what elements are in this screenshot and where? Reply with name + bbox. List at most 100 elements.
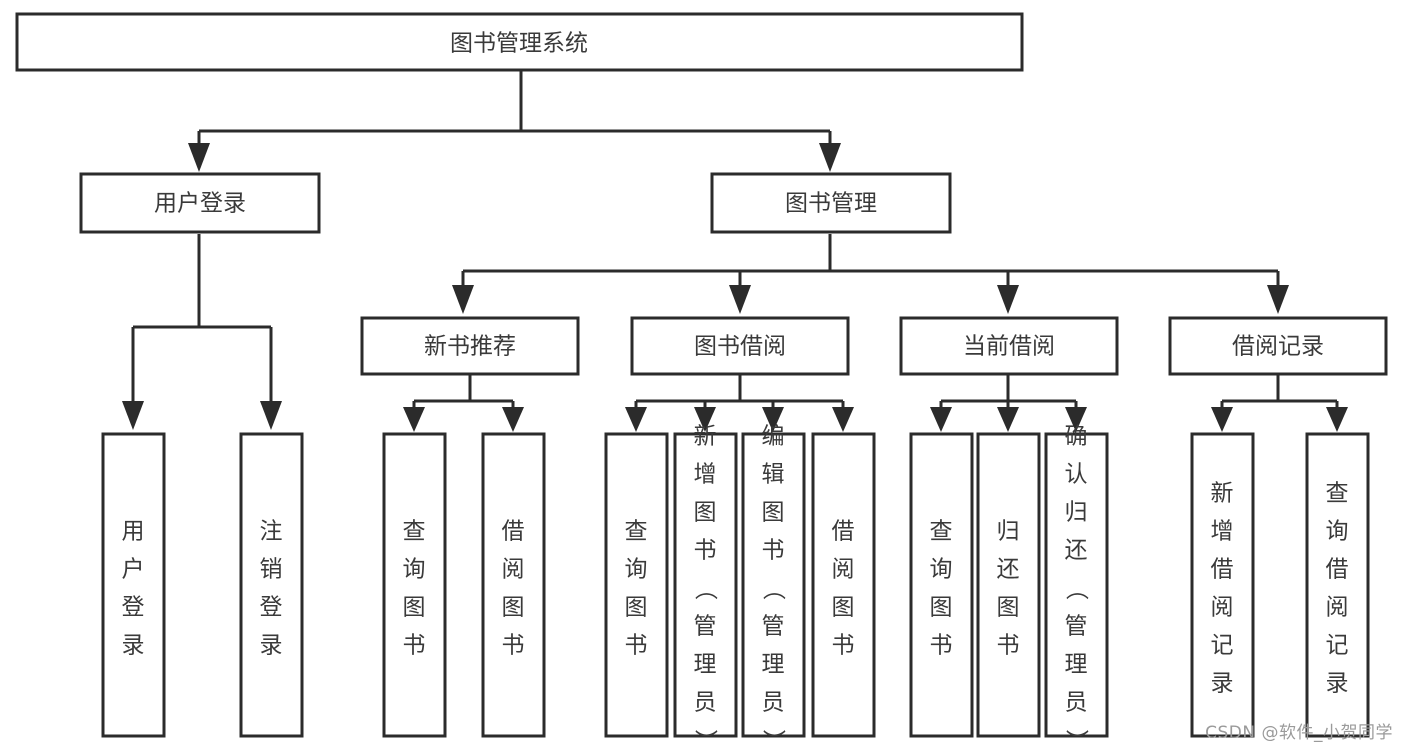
leaf-box[interactable]	[1044, 432, 1109, 738]
leaf-label-char: ）	[760, 729, 786, 747]
arrow-icon-record	[1267, 285, 1289, 314]
node-current-borrow[interactable]: 当前借阅	[899, 316, 1119, 376]
leaf-box[interactable]	[101, 432, 166, 738]
leaf-user-login-login[interactable]: 用户登录	[101, 432, 166, 738]
leaf-box[interactable]	[1305, 432, 1370, 738]
arrow-icon-userlogin-1	[122, 401, 144, 430]
leaf-label-char: 理	[762, 652, 785, 678]
leaf-label-char: ）	[1063, 729, 1089, 747]
arrow-icon-newbook-leaf-2	[502, 407, 524, 432]
leaf-box[interactable]	[239, 432, 304, 738]
node-current-borrow-box[interactable]	[899, 316, 1119, 376]
arrow-icon-current-leaf-2	[997, 407, 1019, 432]
leaf-label-char: 确	[1065, 424, 1088, 450]
leaf-label-char: 还	[997, 557, 1020, 583]
leaf-label-char: 管	[1065, 614, 1088, 640]
arrow-icon-borrow-leaf-2	[694, 407, 716, 432]
leaf-label-char: 管	[694, 614, 717, 640]
leaf-label-char: 借	[832, 519, 855, 545]
node-root-box[interactable]	[15, 12, 1024, 72]
node-user-login-label: 用户登录	[154, 191, 246, 217]
leaf-box[interactable]	[811, 432, 876, 738]
arrow-icon-current-leaf-1	[930, 407, 952, 432]
leaf-label-char: 图	[403, 595, 426, 621]
leaf-label-char: 询	[930, 557, 953, 583]
node-new-book-recommend[interactable]: 新书推荐	[360, 316, 580, 376]
leaf-box[interactable]	[741, 432, 806, 738]
leaf-label-char: 阅	[832, 557, 855, 583]
leaf-label-char: （	[760, 577, 786, 600]
leaf-box[interactable]	[976, 432, 1041, 738]
leaf-label-char: 增	[1211, 519, 1234, 545]
leaf-label-char: 图	[762, 500, 785, 526]
leaf-label-char: 书	[403, 633, 426, 659]
node-user-login[interactable]: 用户登录	[79, 172, 321, 234]
leaf-label-char: 借	[1326, 557, 1349, 583]
leaf-box[interactable]	[382, 432, 447, 738]
node-book-borrow-label: 图书借阅	[694, 334, 786, 360]
leaf-label-char: 录	[260, 633, 283, 659]
leaf-label-char: 录	[122, 633, 145, 659]
node-book-borrow[interactable]: 图书借阅	[630, 316, 850, 376]
arrow-icon-current-leaf-3	[1065, 407, 1087, 432]
arrow-icon-to-bookmgmt	[819, 143, 841, 172]
leaf-label-char: 编	[762, 424, 785, 450]
arrow-icon-record-leaf-1	[1211, 407, 1233, 432]
leaf-label-char: 记	[1211, 633, 1234, 659]
node-book-management[interactable]: 图书管理	[710, 172, 952, 234]
leaf-box[interactable]	[1190, 432, 1255, 738]
leaf-label: 用户登录	[122, 519, 145, 659]
leaf-label-char: 录	[1326, 671, 1349, 697]
leaf-label-char: 用	[122, 519, 145, 545]
leaf-label-char: 归	[997, 519, 1020, 545]
leaf-label-char: 理	[694, 652, 717, 678]
node-root[interactable]: 图书管理系统	[15, 12, 1024, 72]
arrow-icon-borrow	[729, 285, 751, 314]
leaf-label-char: ）	[692, 729, 718, 747]
node-current-borrow-label: 当前借阅	[963, 334, 1055, 360]
arrow-icon-to-userlogin	[188, 143, 210, 172]
node-borrow-record-box[interactable]	[1168, 316, 1388, 376]
node-user-login-box[interactable]	[79, 172, 321, 234]
leaf-label-char: 阅	[1326, 595, 1349, 621]
leaf-box[interactable]	[604, 432, 669, 738]
node-root-label: 图书管理系统	[450, 31, 588, 57]
leaf-label-char: 管	[762, 614, 785, 640]
leaf-box[interactable]	[673, 432, 738, 738]
leaf-label-char: （	[692, 577, 718, 600]
node-book-management-box[interactable]	[710, 172, 952, 234]
leaf-label-char: 归	[1065, 500, 1088, 526]
leaf-label-char: 记	[1326, 633, 1349, 659]
leaf-box[interactable]	[481, 432, 546, 738]
leaf-label-char: 注	[260, 519, 283, 545]
node-new-book-recommend-box[interactable]	[360, 316, 580, 376]
leaf-label-char: 户	[122, 557, 145, 583]
leaf-label-char: 认	[1065, 462, 1088, 488]
leaf-label-char: 查	[930, 519, 953, 545]
node-book-borrow-box[interactable]	[630, 316, 850, 376]
node-borrow-record[interactable]: 借阅记录	[1168, 316, 1388, 376]
leaf-label-char: 录	[1211, 671, 1234, 697]
leaf-label-char: 员	[1065, 690, 1088, 716]
leaf-box[interactable]	[909, 432, 974, 738]
